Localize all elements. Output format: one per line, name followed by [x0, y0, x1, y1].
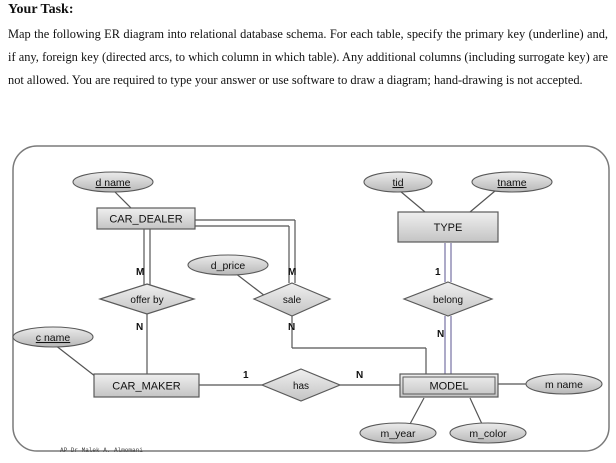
d-name-label: d name	[95, 177, 130, 189]
attribute-m-name: m name	[525, 373, 603, 395]
cardinality-labels: M N M N 1 N 1 N	[136, 267, 444, 381]
model-label: MODEL	[429, 381, 468, 393]
task-heading: Your Task:	[8, 2, 74, 17]
cardinality-sale-model: N	[288, 322, 295, 333]
belong-participation-lines	[444, 243, 452, 374]
cardinality-offer-by-dealer: M	[136, 267, 144, 278]
entity-model: MODEL	[399, 373, 499, 398]
cardinality-offer-by-maker: N	[136, 322, 143, 333]
attribute-d-price: d_price	[187, 254, 269, 276]
task-description: Map the following ER diagram into relati…	[8, 27, 608, 87]
cardinality-belong-type: 1	[435, 267, 441, 278]
m-color-label: m_color	[469, 428, 507, 440]
c-name-label: c name	[36, 332, 71, 344]
m-name-label: m name	[545, 379, 583, 391]
has-label: has	[293, 381, 309, 392]
relationship-sale: sale	[252, 282, 332, 317]
cardinality-sale-dealer: M	[288, 267, 296, 278]
tname-label: tname	[497, 177, 526, 189]
tid-label: tid	[392, 177, 403, 189]
attribute-m-year: m_year	[359, 422, 437, 444]
cardinality-has-maker: 1	[243, 370, 249, 381]
car-dealer-label: CAR_DEALER	[109, 214, 182, 226]
car-maker-label: CAR_MAKER	[112, 381, 181, 393]
entity-car-dealer: CAR_DEALER	[96, 207, 196, 230]
attribute-d-name: d name	[72, 171, 154, 193]
author-watermark: AP Dr Malek A. Almomani	[60, 447, 143, 454]
relationship-has: has	[260, 368, 342, 402]
relationship-offer-by: offer by	[98, 283, 196, 315]
entity-car-maker: CAR_MAKER	[93, 373, 200, 398]
attribute-tid: tid	[363, 171, 433, 193]
m-year-label: m_year	[380, 428, 416, 440]
relationship-belong: belong	[402, 281, 494, 317]
sale-label: sale	[283, 295, 302, 306]
attribute-tname: tname	[471, 171, 553, 193]
type-label: TYPE	[434, 222, 463, 234]
attribute-m-color: m_color	[449, 422, 527, 444]
entity-type: TYPE	[397, 211, 499, 243]
offer-by-label: offer by	[130, 295, 163, 306]
cardinality-has-model: N	[356, 370, 363, 381]
connector-lines	[54, 189, 528, 425]
cardinality-belong-model: N	[437, 329, 444, 340]
belong-label: belong	[433, 295, 463, 306]
attribute-c-name: c name	[12, 326, 94, 348]
d-price-label: d_price	[211, 260, 246, 272]
